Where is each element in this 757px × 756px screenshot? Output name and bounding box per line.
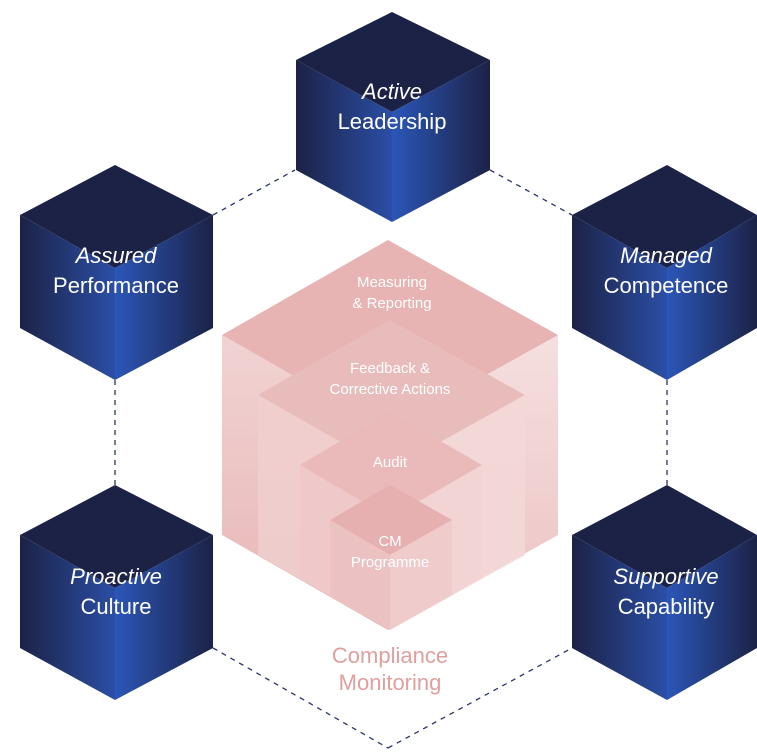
pillar-italic-text: Managed — [620, 243, 713, 268]
cube-right-face — [392, 60, 490, 222]
cube-left-face — [572, 215, 667, 380]
compliance-monitoring-cube: Measuring & Reporting Feedback & Correct… — [222, 240, 558, 695]
pillar-cube-performance: Assured Performance — [20, 165, 213, 380]
connector-line — [212, 169, 296, 216]
cube-top-face — [20, 165, 213, 268]
pillar-cubes: Active Leadership Assured Performance Ma… — [20, 12, 757, 700]
pillar-plain-text: Leadership — [338, 109, 447, 134]
pillar-plain-text: Performance — [53, 273, 179, 298]
pillar-italic-text: Proactive — [70, 564, 162, 589]
connector-line — [387, 647, 573, 749]
layer4-left — [330, 520, 390, 630]
cube-top-face — [20, 485, 213, 588]
layer3-top — [300, 412, 482, 518]
cube-right-face — [667, 535, 757, 700]
layer-label-audit: Audit — [373, 454, 408, 471]
cube-top-face — [572, 485, 757, 588]
pillar-plain-text: Culture — [81, 594, 152, 619]
pillar-cube-culture: Proactive Culture — [20, 485, 213, 700]
pillar-italic-text: Supportive — [613, 564, 718, 589]
center-title-line-2: Monitoring — [339, 670, 442, 695]
pillar-plain-text: Capability — [618, 594, 715, 619]
cube-right-face — [115, 535, 213, 700]
connector-line — [212, 647, 389, 749]
pillar-cube-competence: Managed Competence — [572, 165, 757, 380]
layer-label-measuring-1: Measuring — [357, 274, 427, 291]
layer-label-cm-1: CM — [378, 533, 401, 550]
cube-right-face — [115, 215, 213, 380]
cube-left-face — [572, 535, 667, 700]
layer-label-feedback-1: Feedback & — [350, 360, 430, 377]
pillar-cube-capability: Supportive Capability — [572, 485, 757, 700]
layer-label-feedback-2: Corrective Actions — [330, 381, 451, 398]
layer4-top — [330, 485, 452, 555]
connector-lines — [114, 169, 668, 749]
layer2-top — [258, 320, 525, 470]
center-title: Compliance Monitoring — [332, 643, 448, 695]
center-title-line-1: Compliance — [332, 643, 448, 668]
cube-left-face — [20, 215, 115, 380]
connector-line — [489, 169, 573, 216]
cube-left-face — [296, 60, 392, 222]
layer-label-measuring-2: & Reporting — [352, 295, 431, 312]
cube-top-face — [296, 12, 490, 112]
layer-labels: Measuring & Reporting Feedback & Correct… — [330, 274, 451, 571]
pillar-plain-text: Competence — [604, 273, 729, 298]
cube-top-face — [572, 165, 757, 268]
cube-right-face — [667, 215, 757, 380]
pillar-cube-leadership: Active Leadership — [296, 12, 490, 222]
cube-left-face — [20, 535, 115, 700]
layer-label-cm-2: Programme — [351, 554, 429, 571]
layer4-right — [390, 520, 452, 630]
pillar-italic-text: Assured — [74, 243, 157, 268]
pillar-italic-text: Active — [360, 79, 422, 104]
